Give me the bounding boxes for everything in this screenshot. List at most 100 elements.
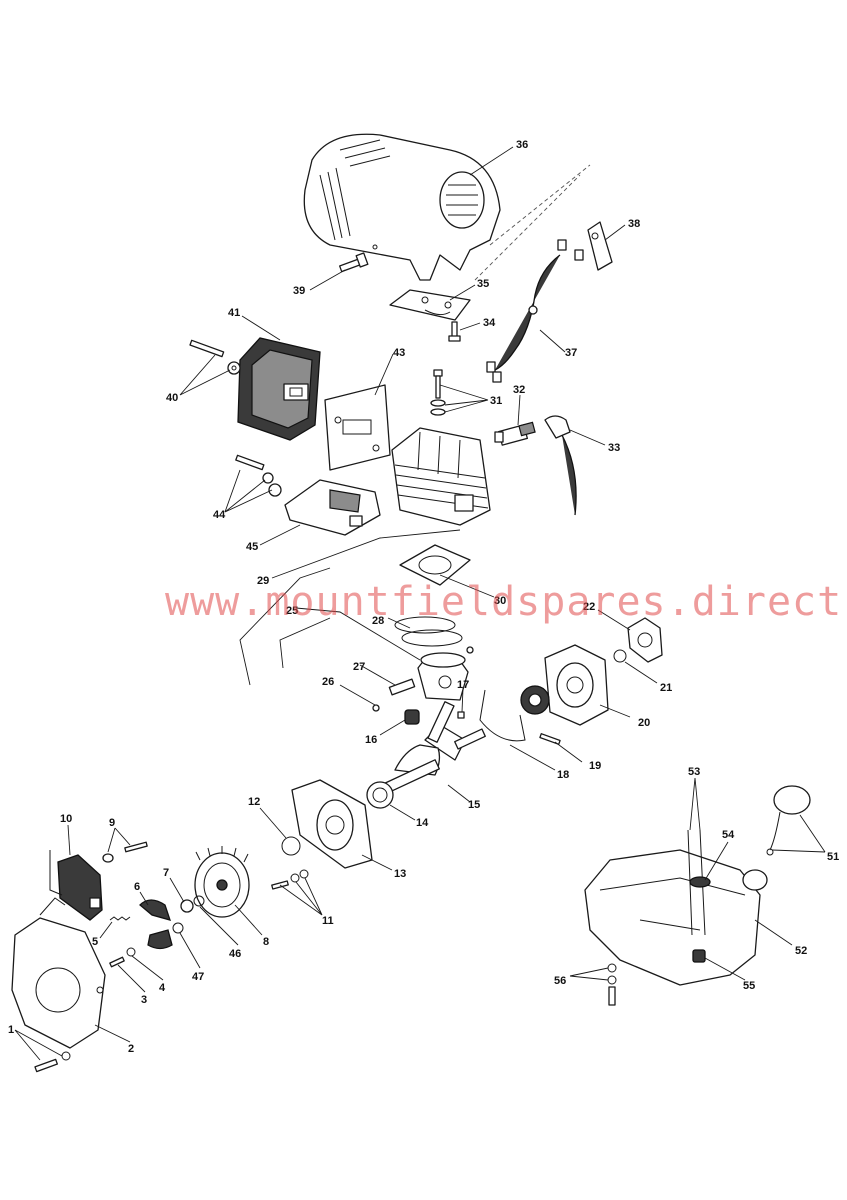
clutch-washer xyxy=(172,922,184,934)
callout-53: 53 xyxy=(688,766,700,778)
callout-56: 56 xyxy=(554,975,566,987)
flywheel-washer xyxy=(193,895,205,907)
heat-shield-plate xyxy=(389,289,471,321)
callout-43: 43 xyxy=(393,347,405,359)
callout-45: 45 xyxy=(246,541,258,553)
callout-39: 39 xyxy=(293,285,305,297)
callout-10: 10 xyxy=(60,813,72,825)
callout-28: 28 xyxy=(372,615,384,627)
muffler-bolt xyxy=(189,339,241,375)
callout-35: 35 xyxy=(477,278,489,290)
crankshaft xyxy=(380,701,486,795)
callout-15: 15 xyxy=(468,799,480,811)
crank-bearing xyxy=(366,781,394,809)
callout-32: 32 xyxy=(513,384,525,396)
flywheel xyxy=(194,846,250,918)
callout-54: 54 xyxy=(722,829,735,841)
callout-labels: 36 38 39 35 34 37 41 40 43 31 32 33 44 4… xyxy=(8,139,839,1055)
callout-16: 16 xyxy=(365,734,377,746)
callout-18: 18 xyxy=(557,769,569,781)
ignition-coil xyxy=(49,850,103,921)
shaft-seal xyxy=(281,836,301,856)
crankcase-bearing xyxy=(520,685,550,715)
callout-51: 51 xyxy=(827,851,839,863)
callout-17: 17 xyxy=(457,679,469,691)
callout-12: 12 xyxy=(248,796,260,808)
callout-8: 8 xyxy=(263,936,269,948)
crankcase xyxy=(291,779,373,869)
leader-lines xyxy=(14,146,826,1061)
callout-2: 2 xyxy=(128,1043,134,1055)
callout-6: 6 xyxy=(134,881,140,893)
needle-bearing xyxy=(404,709,420,725)
callout-34: 34 xyxy=(483,317,496,329)
callout-7: 7 xyxy=(163,867,169,879)
callout-3: 3 xyxy=(141,994,147,1006)
crankcase-half xyxy=(544,644,609,726)
callout-22: 22 xyxy=(583,601,595,613)
screw-39 xyxy=(338,252,369,273)
dowel-pin xyxy=(539,733,561,745)
piston xyxy=(417,652,469,701)
callout-40: 40 xyxy=(166,392,178,404)
callout-46: 46 xyxy=(229,948,241,960)
callout-20: 20 xyxy=(638,717,650,729)
flywheel-screws xyxy=(271,869,309,890)
fuel-tank xyxy=(584,849,768,986)
callout-1: 1 xyxy=(8,1024,14,1036)
circlip xyxy=(466,646,474,654)
callout-55: 55 xyxy=(743,980,755,992)
spark-plug xyxy=(494,421,536,446)
crankcase-gasket xyxy=(479,689,526,742)
flywheel-nut xyxy=(180,899,194,913)
oil-seal-housing xyxy=(627,617,663,663)
callout-36: 36 xyxy=(516,139,528,151)
cover-washer xyxy=(126,947,136,957)
piston-clip xyxy=(372,704,380,712)
callout-9: 9 xyxy=(109,817,115,829)
coil-screws xyxy=(102,841,148,863)
watermark-text: www.mountfieldspares.direct xyxy=(165,579,842,625)
piston-rings xyxy=(394,616,463,647)
ground-bracket xyxy=(587,221,613,271)
woodruff-key xyxy=(457,711,465,719)
callout-30: 30 xyxy=(494,595,506,607)
cover-guide-line xyxy=(474,164,591,281)
cylinder-bolt-set xyxy=(430,369,446,416)
callout-33: 33 xyxy=(608,442,620,454)
cylinder-part xyxy=(391,427,491,526)
callout-38: 38 xyxy=(628,218,640,230)
callout-52: 52 xyxy=(795,945,807,957)
callout-21: 21 xyxy=(660,682,672,694)
piston-pin xyxy=(388,678,416,696)
callout-5: 5 xyxy=(92,936,98,948)
o-ring xyxy=(613,649,627,663)
callout-31: 31 xyxy=(490,395,502,407)
ignition-lead xyxy=(486,239,584,383)
callout-41: 41 xyxy=(228,307,240,319)
cover-bolt xyxy=(34,1051,71,1073)
spark-plug-cap xyxy=(544,415,577,516)
clutch-spring xyxy=(109,916,131,921)
callout-25: 25 xyxy=(286,605,298,617)
air-filter-cover xyxy=(284,479,381,536)
callout-13: 13 xyxy=(394,868,406,880)
fuel-grommet xyxy=(689,876,711,888)
fan-housing-cover xyxy=(11,897,106,1049)
filter-bolt xyxy=(235,454,282,497)
callout-14: 14 xyxy=(416,817,429,829)
screw-34 xyxy=(448,321,461,342)
callout-47: 47 xyxy=(192,971,204,983)
callout-26: 26 xyxy=(322,676,334,688)
clutch-shoes xyxy=(139,899,173,950)
callout-19: 19 xyxy=(589,760,601,772)
cylinder-base-gasket xyxy=(399,544,471,586)
muffler-gasket xyxy=(324,384,391,471)
callout-44: 44 xyxy=(213,509,226,521)
callout-29: 29 xyxy=(257,575,269,587)
callout-37: 37 xyxy=(565,347,577,359)
fuel-cap xyxy=(766,785,811,856)
tank-screws xyxy=(607,963,617,1006)
muffler-part xyxy=(237,337,321,441)
